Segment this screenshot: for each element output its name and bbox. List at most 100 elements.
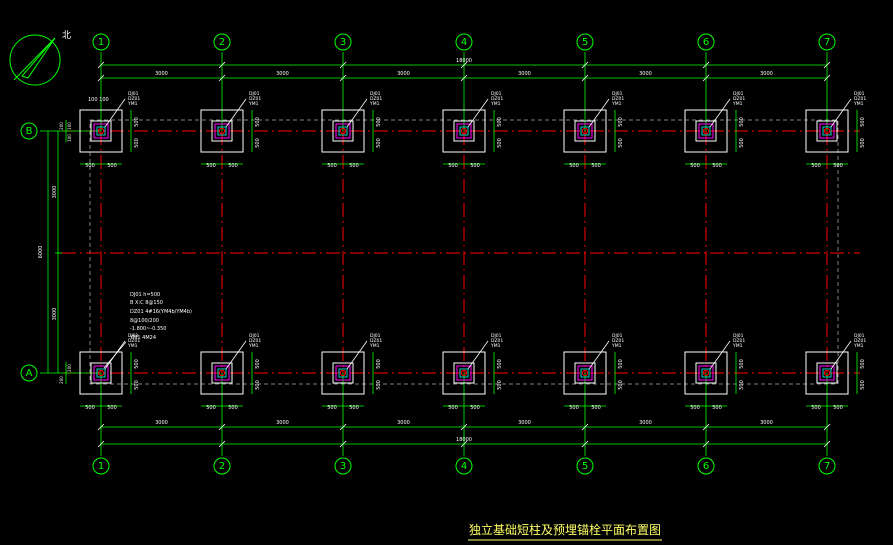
grid-label-top-5: 5 — [582, 37, 588, 48]
footing-outline — [79, 109, 123, 153]
grid-bubble-bottom-6 — [697, 457, 715, 475]
column-tag-1: DJ01 — [128, 333, 139, 339]
edge-dim-left-3: 100 — [67, 122, 72, 130]
column-outline — [456, 123, 472, 139]
column-tag-2: DZ01 — [128, 96, 140, 102]
dim-tick — [581, 423, 589, 431]
anchor-bolt-icon — [823, 127, 831, 135]
footing-dim-h-2: 500 — [107, 405, 117, 411]
grid-label-bottom-1: 1 — [98, 461, 104, 472]
footing-outline — [200, 109, 244, 153]
pedestal-outline — [211, 362, 233, 384]
footing-dim-v-2: 500 — [376, 138, 382, 148]
footing-dim-h-1: 500 — [569, 405, 579, 411]
footing-dim-v-1: 500 — [376, 117, 382, 127]
footing-outline — [79, 351, 123, 395]
footing-dim-h-1: 500 — [206, 405, 216, 411]
pedestal-outline — [695, 120, 717, 142]
column-tag-2: DZ01 — [854, 338, 866, 344]
grid-bubble-bottom-7 — [818, 457, 836, 475]
grid-label-top-7: 7 — [824, 37, 830, 48]
footing-dim-h-1: 500 — [85, 163, 95, 169]
column-tag-2: DZ01 — [612, 338, 624, 344]
column-tag-3: YM1 — [732, 343, 743, 349]
dim-tick — [460, 440, 468, 448]
footing-outline — [684, 351, 728, 395]
footing-dim-v-1: 500 — [255, 117, 261, 127]
column-tag-3: YM1 — [369, 101, 380, 107]
bay-dim-top-6: 3000 — [760, 71, 773, 77]
anchor-plate — [217, 368, 227, 378]
footing-dim-h-1: 500 — [690, 405, 700, 411]
anchor-bolt-icon — [97, 127, 105, 135]
footing-dim-v-2: 500 — [618, 138, 624, 148]
pedestal-outline — [453, 362, 475, 384]
anchor-bolt-icon — [460, 369, 468, 377]
anchor-plate — [338, 126, 348, 136]
drawing-title: 独立基础短柱及预埋锚栓平面布置图 — [469, 522, 661, 537]
dim-tick — [702, 61, 710, 69]
footing-outline — [321, 109, 365, 153]
grid-bubble-bottom-2 — [213, 457, 231, 475]
anchor-plate — [217, 126, 227, 136]
dim-tick — [218, 440, 226, 448]
column-tag-1: DJ01 — [128, 91, 139, 97]
dim-tick — [460, 423, 468, 431]
anchor-bolt-icon — [218, 127, 226, 135]
column-tag-3: YM1 — [732, 101, 743, 107]
footing-dim-h-2: 500 — [107, 163, 117, 169]
dim-tick — [823, 440, 831, 448]
bay-dim-bottom-5: 3000 — [639, 420, 652, 426]
column-outline — [819, 123, 835, 139]
tag-leader — [830, 340, 852, 370]
grid-label-bottom-6: 6 — [703, 461, 709, 472]
footing-dim-h-1: 500 — [690, 163, 700, 169]
legend-note-3: DZ01 4#16(YM4b/YM4b) — [130, 309, 192, 315]
anchor-bolt-icon — [581, 369, 589, 377]
column-tag-3: YM1 — [611, 101, 622, 107]
bay-dim-top-4: 3000 — [518, 71, 531, 77]
edge-dim-left-2: 100 — [67, 134, 72, 142]
footing-dim-v-1: 500 — [860, 359, 866, 369]
footing-dim-h-1: 500 — [811, 405, 821, 411]
footing-dim-h-1: 500 — [85, 405, 95, 411]
footing-dim-v-1: 500 — [497, 359, 503, 369]
footing-dim-h-1: 500 — [327, 405, 337, 411]
anchor-bolt-icon — [460, 127, 468, 135]
column-tag-1: DJ01 — [612, 91, 623, 97]
anchor-bolt-icon — [97, 369, 105, 377]
footing-dim-v-2: 500 — [739, 380, 745, 390]
column-outline — [214, 123, 230, 139]
anchor-plate — [459, 126, 469, 136]
dim-tick — [823, 74, 831, 82]
grid-bubble-top-5 — [576, 33, 594, 51]
footing-dim-v-2: 500 — [134, 138, 140, 148]
anchor-bolt-icon — [823, 369, 831, 377]
column-tag-2: DZ01 — [612, 96, 624, 102]
footing-dim-h-2: 500 — [712, 163, 722, 169]
grid-label-top-4: 4 — [461, 37, 467, 48]
column-outline — [335, 123, 351, 139]
dim-tick — [823, 61, 831, 69]
column-tag-2: DZ01 — [491, 96, 503, 102]
dim-tick — [218, 61, 226, 69]
column-tag-2: DZ01 — [733, 338, 745, 344]
dim-tick — [460, 61, 468, 69]
column-outline — [577, 123, 593, 139]
dim-tick — [339, 74, 347, 82]
grid-bubble-top-7 — [818, 33, 836, 51]
bay-dim-left-1: 3000 — [52, 186, 58, 199]
footing-dim-h-2: 500 — [591, 405, 601, 411]
footing-dim-v-1: 500 — [618, 117, 624, 127]
edge-dim-left-5: 200 — [67, 364, 72, 372]
grid-label-bottom-2: 2 — [219, 461, 225, 472]
pedestal-outline — [695, 362, 717, 384]
column-tag-1: DJ01 — [491, 91, 502, 97]
